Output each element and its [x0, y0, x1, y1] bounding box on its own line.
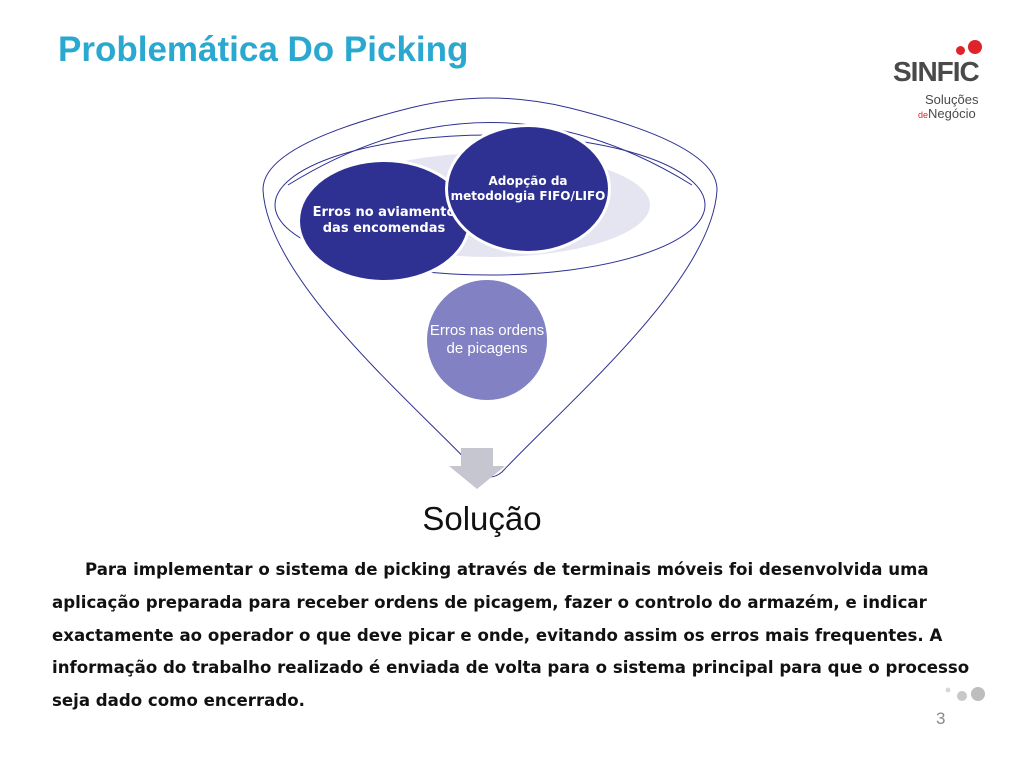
- logo-tagline-word: Negócio: [928, 106, 976, 121]
- logo-wordmark: SINFIC: [893, 56, 980, 87]
- slide-title: Problemática Do Picking: [58, 30, 469, 69]
- down-arrow-icon: [449, 448, 505, 489]
- page-number: 3: [936, 709, 946, 728]
- circle-adopcao-fifo-lifo: Adopção da metodologia FIFO/LIFO: [445, 124, 611, 254]
- sinfic-logo: SINFIC Soluções deNegócio: [888, 38, 988, 124]
- funnel-diagram: Erros no aviamento das encomendas Adopçã…: [250, 90, 730, 500]
- circle-erros-aviamento: Erros no aviamento das encomendas: [297, 159, 471, 283]
- logo-tagline-prefix: de: [918, 110, 929, 120]
- body-paragraph: Para implementar o sistema de picking at…: [52, 560, 970, 711]
- logo-tagline-line1: Soluções: [925, 92, 979, 107]
- solution-label: Solução: [422, 500, 542, 537]
- funnel-rim: [287, 122, 693, 186]
- logo-tagline-line2: deNegócio: [918, 106, 976, 121]
- logo-dot-small: [956, 46, 965, 55]
- decorative-dots-icon: [945, 687, 985, 701]
- circle-erros-ordens: Erros nas ordens de picagens: [427, 280, 547, 400]
- logo-dot-large: [968, 40, 982, 54]
- funnel-outline: [262, 97, 718, 478]
